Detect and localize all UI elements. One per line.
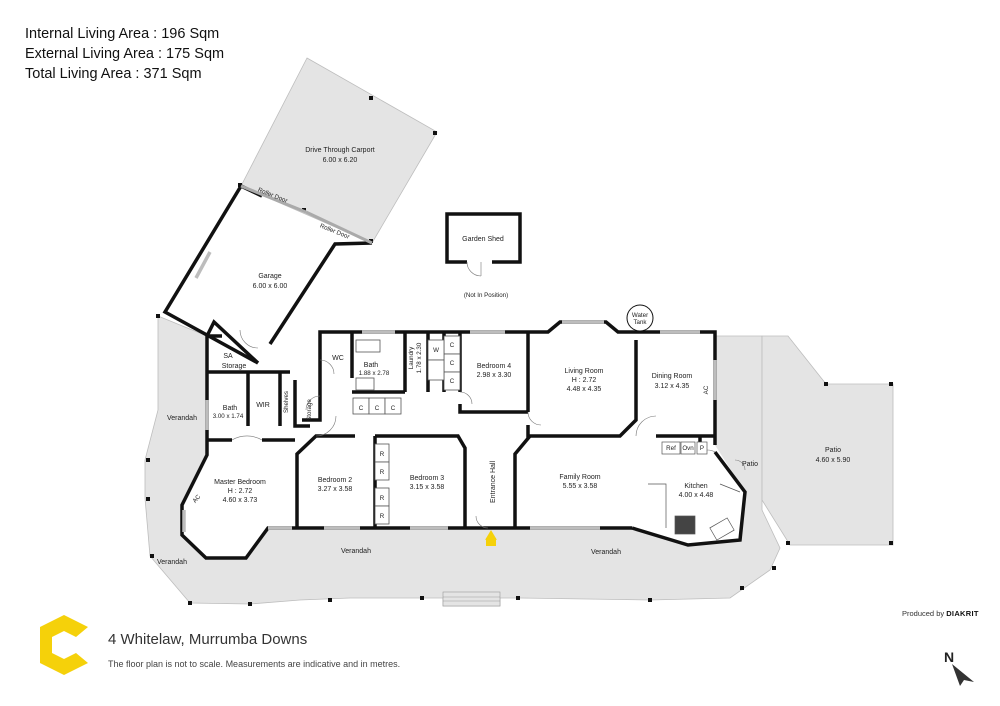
r-label-1: R xyxy=(380,451,385,458)
verandah-label-south: Verandah xyxy=(341,548,371,555)
bedroom3-dim: 3.15 x 3.58 xyxy=(410,484,445,491)
area-summary: Internal Living Area : 196 Sqm External … xyxy=(25,24,224,84)
total-area: Total Living Area : 371 Sqm xyxy=(25,66,202,82)
property-address: 4 Whitelaw, Murrumba Downs xyxy=(108,631,308,648)
storage-small-label: Storage xyxy=(306,399,313,421)
kitchen-label: Kitchen xyxy=(684,483,707,490)
door-swings xyxy=(231,261,746,529)
c-label-1: C xyxy=(450,342,455,349)
garage-label: Garage xyxy=(258,273,281,280)
external-area: External Living Area : 175 Sqm xyxy=(25,46,225,62)
dining-label: Dining Room xyxy=(652,373,693,380)
master-label: Master Bedroom xyxy=(214,479,266,486)
ac-label-dining: AC xyxy=(703,385,710,394)
ref-label: Ref xyxy=(666,445,676,452)
shelves-label: Shelves xyxy=(283,391,290,413)
carport-dim: 6.00 x 6.20 xyxy=(323,157,358,164)
patio-small-label: Patio xyxy=(742,461,758,468)
bath-label: Bath xyxy=(364,362,379,369)
r-label-3: R xyxy=(380,495,385,502)
windows xyxy=(182,251,717,532)
north-letter: N xyxy=(944,649,954,665)
living-label: Living Room xyxy=(565,368,604,375)
carport-label: Drive Through Carport xyxy=(305,147,375,154)
c-label-6: C xyxy=(391,405,396,412)
entry-steps xyxy=(442,591,501,607)
bedroom2-label: Bedroom 2 xyxy=(318,477,352,484)
wir-label: WIR xyxy=(256,402,270,409)
company-logo xyxy=(40,615,88,675)
wc-label: WC xyxy=(332,355,344,362)
roller-doors xyxy=(240,184,373,245)
verandah-label-west: Verandah xyxy=(167,415,197,422)
water-tank-label-2: Tank xyxy=(633,319,647,326)
patio-label: Patio xyxy=(825,447,841,454)
patio-dim: 4.60 x 5.90 xyxy=(816,457,851,464)
storage-label: Storage xyxy=(222,363,247,370)
brand-name: DIAKRIT xyxy=(946,609,979,618)
r-label-2: R xyxy=(380,469,385,476)
c-label-4: C xyxy=(359,405,364,412)
bedroom2-dim: 3.27 x 3.58 xyxy=(318,486,353,493)
dining-dim: 3.12 x 4.35 xyxy=(655,383,690,390)
sa-label: SA xyxy=(223,353,233,360)
produced-by-label: Produced by xyxy=(902,609,945,618)
ovn-label: Ovn xyxy=(682,445,694,452)
kitchen-fixtures xyxy=(648,441,741,541)
not-in-position-label: (Not In Position) xyxy=(464,292,508,299)
garden-shed-label: Garden Shed xyxy=(462,236,504,243)
bedroom4-label: Bedroom 4 xyxy=(477,363,511,370)
c-label-2: C xyxy=(450,360,455,367)
w-label: W xyxy=(433,347,439,354)
family-label: Family Room xyxy=(559,474,600,481)
water-tank xyxy=(626,304,654,332)
living-dim: 4.48 x 4.35 xyxy=(567,386,602,393)
c-label-3: C xyxy=(450,378,455,385)
outdoor-areas xyxy=(144,57,894,607)
bedroom4-dim: 2.98 x 3.30 xyxy=(477,372,512,379)
bedroom3-label: Bedroom 3 xyxy=(410,475,444,482)
kitchen-dim: 4.00 x 4.48 xyxy=(679,492,714,499)
master-dim: 4.60 x 3.73 xyxy=(223,497,258,504)
ac-label-master: AC xyxy=(191,493,202,504)
entrance-hall-label: Entrance Hall xyxy=(490,461,497,503)
patio-area xyxy=(761,335,894,546)
produced-by: Produced by DIAKRIT xyxy=(902,609,979,618)
garage-dim: 6.00 x 6.00 xyxy=(253,283,288,290)
p-label: P xyxy=(700,445,704,452)
r-label-4: R xyxy=(380,513,385,520)
entrance-marker xyxy=(485,530,497,540)
bath2-dim: 3.00 x 1.74 xyxy=(213,413,244,420)
north-arrow-icon: N xyxy=(944,649,974,686)
scale-disclaimer: The floor plan is not to scale. Measurem… xyxy=(108,659,401,669)
water-tank-label-1: Water xyxy=(632,312,648,319)
internal-area: Internal Living Area : 196 Sqm xyxy=(25,26,220,42)
living-height: H : 2.72 xyxy=(572,377,597,384)
laundry-label: Laundry xyxy=(408,346,415,369)
bath2-label: Bath xyxy=(223,405,238,412)
c-label-5: C xyxy=(375,405,380,412)
laundry-dim: 1.78 x 2.30 xyxy=(416,342,423,373)
verandah-label-southwest: Verandah xyxy=(157,559,187,566)
verandah-label-southeast: Verandah xyxy=(591,549,621,556)
master-height: H : 2.72 xyxy=(228,488,253,495)
family-dim: 5.55 x 3.58 xyxy=(563,483,598,490)
bath-dim: 1.88 x 2.78 xyxy=(359,370,390,377)
